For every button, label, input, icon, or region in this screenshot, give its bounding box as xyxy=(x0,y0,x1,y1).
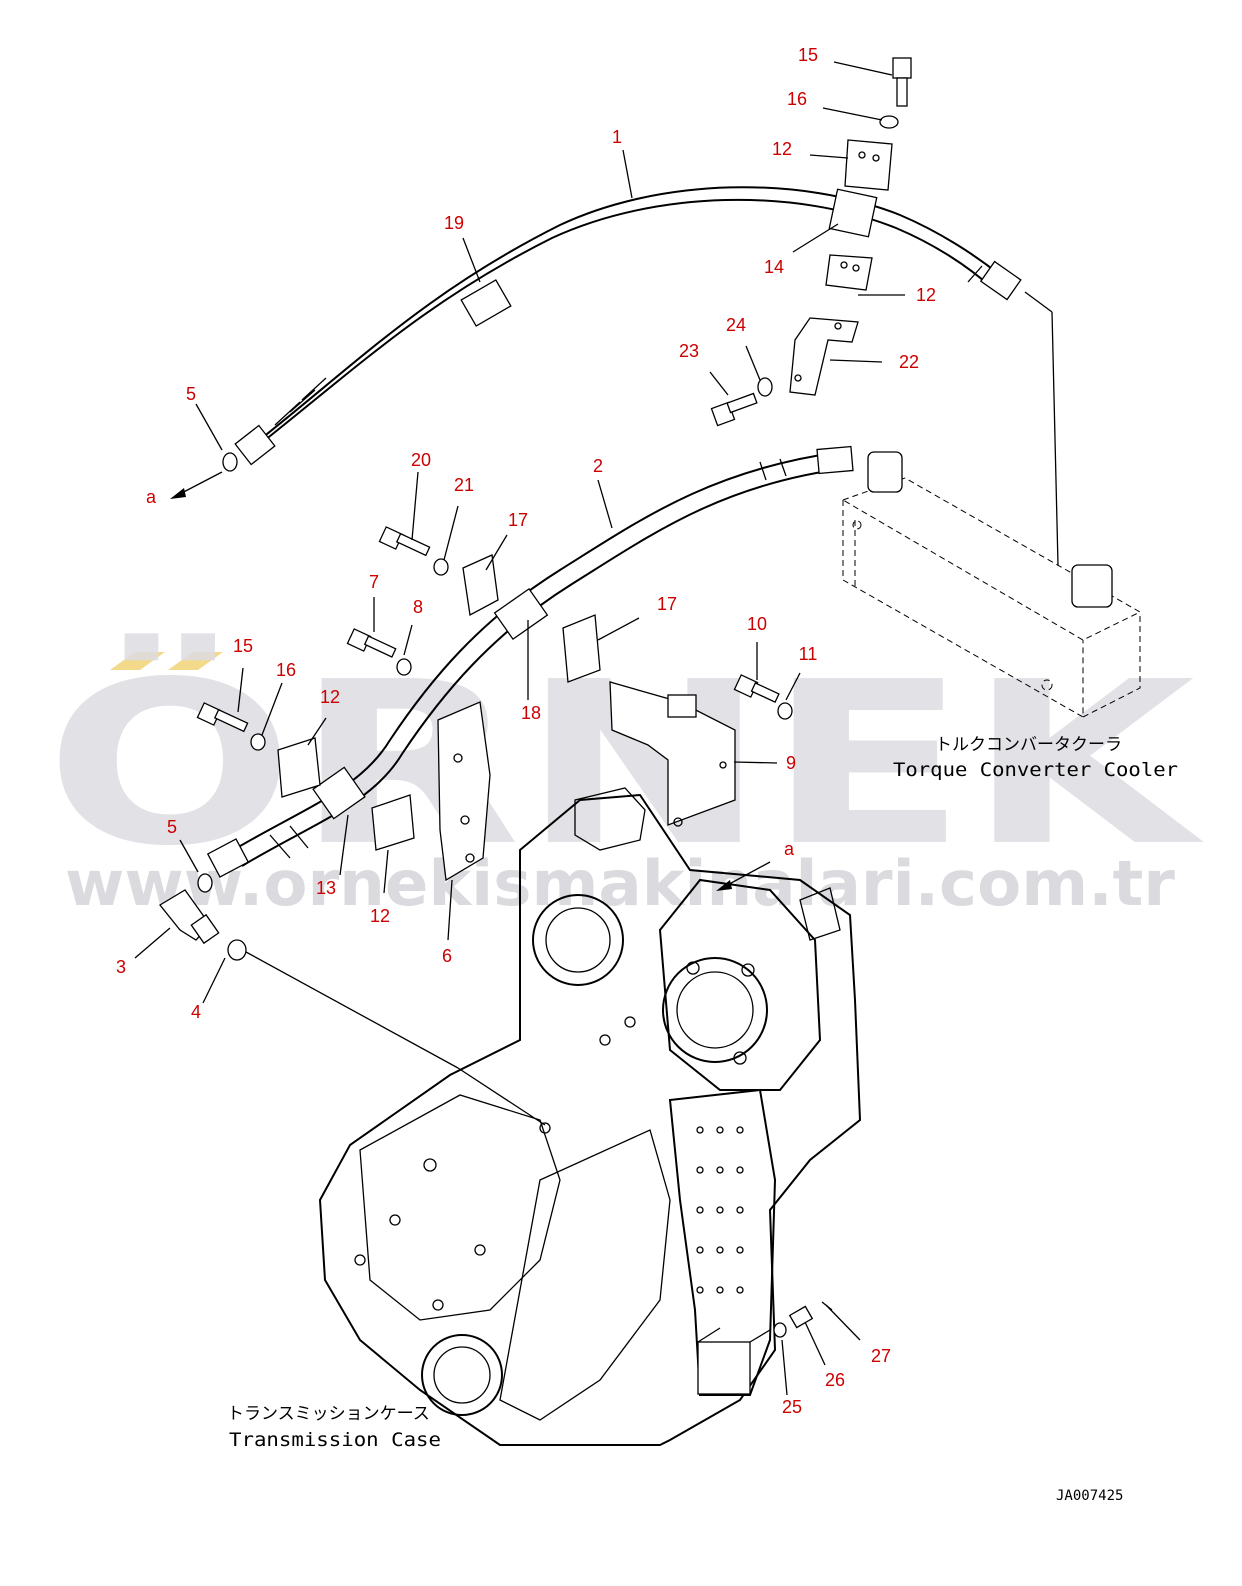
callout-17-right: 17 xyxy=(657,594,677,614)
o-ring-5-lower xyxy=(197,873,213,893)
hose-1-end-fitting-right xyxy=(979,260,1022,301)
callout-13: 13 xyxy=(316,878,336,898)
callout-12-right: 12 xyxy=(916,285,936,305)
clamp-17-left xyxy=(462,554,499,617)
callout-23: 23 xyxy=(679,341,699,361)
callout-18: 18 xyxy=(521,703,541,723)
elbow-fitting-3 xyxy=(159,889,220,945)
bolt-10 xyxy=(733,674,780,703)
output-flange xyxy=(421,1334,503,1416)
callout-a-right: a xyxy=(784,839,795,859)
callout-21: 21 xyxy=(454,475,474,495)
hose-2-end-fitting xyxy=(206,838,250,878)
callout-22: 22 xyxy=(899,352,919,372)
cooler-label-en: Torque Converter Cooler xyxy=(893,759,1178,781)
callout-3: 3 xyxy=(116,957,126,977)
bracket-9 xyxy=(609,681,736,827)
callout-15-top: 15 xyxy=(798,45,818,65)
cooler-fitting-top xyxy=(867,451,903,493)
callout-11: 11 xyxy=(799,644,818,664)
callout-26: 26 xyxy=(825,1370,845,1390)
clamp-17-right xyxy=(562,614,601,683)
callout-20: 20 xyxy=(411,450,431,470)
clamp-12-mid-left xyxy=(277,737,321,798)
washer-16-upper xyxy=(879,115,899,129)
cover-ring-left xyxy=(532,894,624,986)
drawing-code: JA007425 xyxy=(1056,1488,1123,1504)
callout-numbers: 1 2 3 4 5 5 6 7 8 9 10 11 12 12 12 12 13… xyxy=(116,45,936,1417)
callout-5-upper: 5 xyxy=(186,384,196,404)
bolt-23 xyxy=(710,392,758,427)
callout-16-top: 16 xyxy=(787,89,807,109)
transmission-case xyxy=(318,787,862,1446)
bracket-6 xyxy=(437,701,491,882)
washer-8 xyxy=(396,658,412,676)
callout-16-left: 16 xyxy=(276,660,296,680)
hose-1-end-fitting xyxy=(234,424,276,466)
callout-2: 2 xyxy=(593,456,603,476)
callout-6: 6 xyxy=(442,946,452,966)
o-ring-5-upper xyxy=(222,452,238,472)
o-ring-4 xyxy=(227,939,247,961)
washer-21 xyxy=(433,558,449,576)
watermark-accent-right xyxy=(168,652,223,670)
captions: トルクコンバータクーラ Torque Converter Cooler トランス… xyxy=(227,735,1178,1504)
clamp-12-lower xyxy=(825,254,873,291)
control-valve xyxy=(668,1088,777,1396)
callout-25: 25 xyxy=(782,1397,802,1417)
leader-lines xyxy=(134,61,905,1396)
washer-11 xyxy=(777,702,793,720)
callout-12-mid: 12 xyxy=(320,687,340,707)
bolt-15-upper xyxy=(892,57,912,107)
watermark-accent-left xyxy=(110,652,165,670)
callout-12-low: 12 xyxy=(370,906,390,926)
washer-16-lower xyxy=(250,733,266,751)
callout-5-lower: 5 xyxy=(167,817,177,837)
callout-9: 9 xyxy=(786,753,796,773)
callout-15-left: 15 xyxy=(233,636,253,656)
washer-24 xyxy=(757,377,773,397)
callout-7: 7 xyxy=(369,572,379,592)
bolt-15-lower xyxy=(196,702,249,733)
cooler-label-jp: トルクコンバータクーラ xyxy=(935,735,1122,755)
hose-1-clamp-sleeve xyxy=(828,188,878,238)
callout-4: 4 xyxy=(191,1002,201,1022)
callout-8: 8 xyxy=(413,597,423,617)
clamp-12-upper xyxy=(844,139,893,191)
clamp-12-mid-right xyxy=(371,794,415,851)
callout-10: 10 xyxy=(747,614,767,634)
callout-24: 24 xyxy=(726,315,746,335)
bolt-7 xyxy=(346,628,397,658)
hose-2-end-fitting-right xyxy=(816,445,854,475)
hose-2 xyxy=(206,445,854,878)
watermark-url: www.ornekismakinalari.com.tr xyxy=(65,847,1175,920)
transmission-label-en: Transmission Case xyxy=(229,1429,441,1451)
plug-26 xyxy=(788,1305,814,1329)
hose-1 xyxy=(234,139,1022,466)
callout-14: 14 xyxy=(764,257,784,277)
callout-27: 27 xyxy=(871,1346,891,1366)
callout-a-left: a xyxy=(146,487,157,507)
torque-converter-cooler xyxy=(841,291,1142,718)
transmission-label-jp: トランスミッションケース xyxy=(227,1404,430,1424)
callout-19: 19 xyxy=(444,213,464,233)
bracket-22 xyxy=(789,317,859,396)
hose-1-protector-sleeve xyxy=(460,279,512,327)
callout-17-left: 17 xyxy=(508,510,528,530)
hose-2-protector-sleeve xyxy=(493,587,549,641)
cover-right xyxy=(658,878,822,1091)
bolt-20 xyxy=(378,526,431,557)
o-ring-25 xyxy=(773,1322,787,1338)
hose-2-lower-sleeve xyxy=(312,766,366,820)
cooler-fitting-side xyxy=(1071,564,1113,608)
callout-1: 1 xyxy=(612,127,622,147)
callout-12-top: 12 xyxy=(772,139,792,159)
direction-arrow-a-left xyxy=(170,471,223,499)
